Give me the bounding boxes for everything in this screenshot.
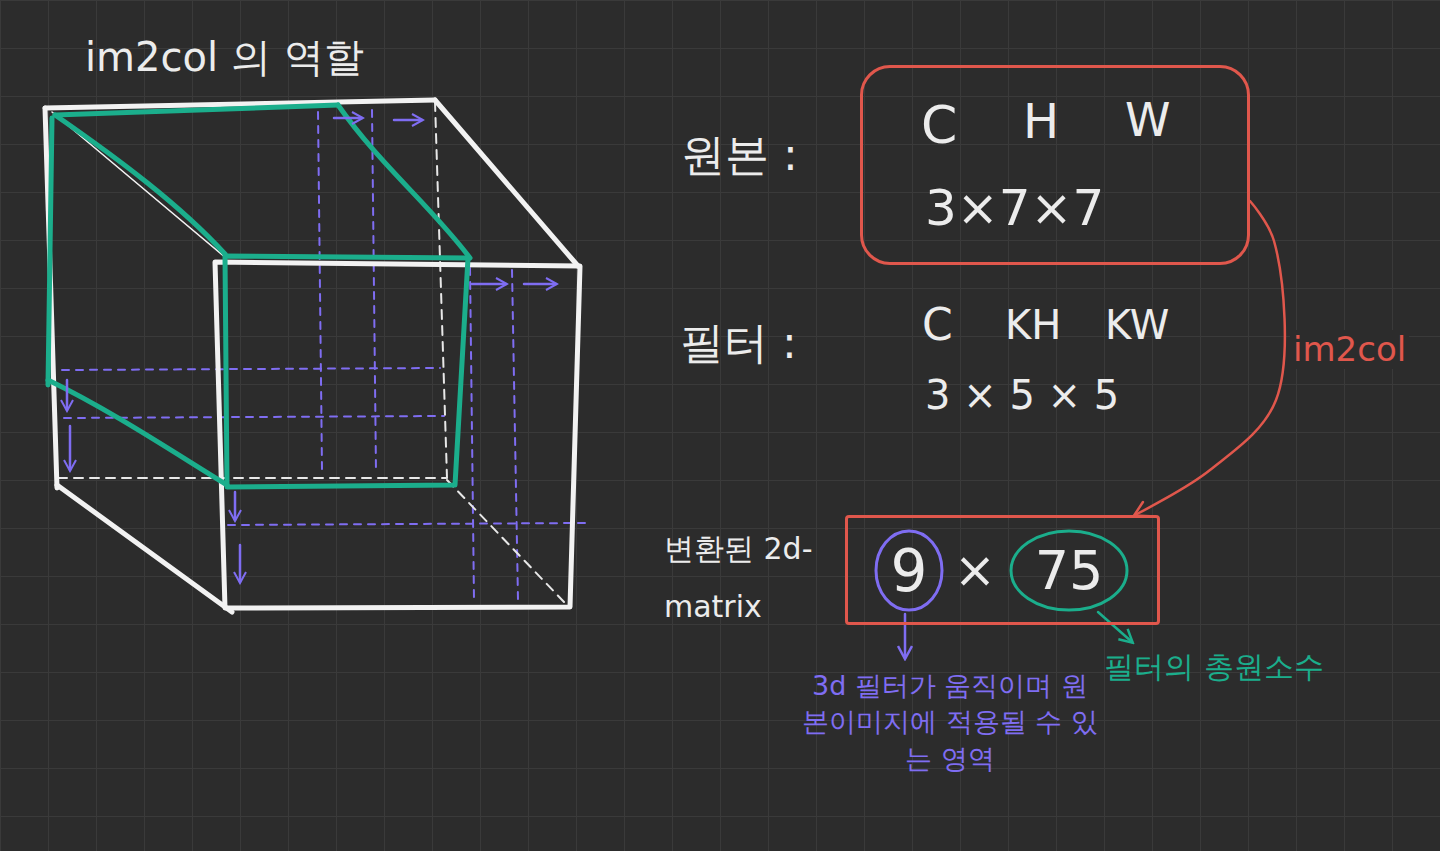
slide-arrow (472, 283, 506, 286)
dim-label: KW (1105, 302, 1169, 348)
im2col-connector (1135, 201, 1285, 515)
cube-edge (57, 485, 232, 612)
times-sign: × (954, 542, 996, 600)
filter-front (225, 256, 468, 487)
hidden-edge (58, 477, 446, 479)
filter-edge (55, 105, 338, 115)
filter-edge (55, 115, 225, 254)
cube-thin-edge (52, 112, 226, 258)
leader-arrow (1098, 612, 1132, 642)
filter-heading: 필터 : (680, 318, 797, 369)
rows-value: 9 (891, 542, 928, 600)
grid-line (372, 110, 376, 472)
shape-value: 3×7×7 (925, 180, 1104, 238)
cols-value: 75 (1035, 544, 1104, 598)
matrix-heading: 변환된 2d-matrix (664, 520, 836, 636)
dim-label: H (1023, 94, 1059, 149)
slide-arrow (524, 283, 556, 286)
dim-label: KH (1005, 302, 1061, 348)
grid-line (228, 523, 585, 525)
slide-arrow (234, 492, 237, 520)
circle-stroke (876, 531, 942, 610)
cols-circle: 75 (1008, 528, 1130, 613)
edge-label: im2col (1290, 330, 1409, 369)
filter-edge (48, 380, 227, 485)
dim-label: W (1125, 94, 1170, 147)
rows-circle: 9 (873, 528, 945, 613)
cols-note: 필터의 총원소수 (1104, 650, 1324, 685)
circle-stroke (1011, 531, 1127, 610)
source-box: 원본 :CHW3×7×7 (860, 65, 1250, 265)
rows-note: 3d 필터가 움직이며 원본이미지에 적용될 수 있는 영역 (800, 668, 1100, 777)
diagram-title: im2col 의 역할 (85, 34, 364, 80)
slide-arrows (67, 118, 556, 582)
filter-window (48, 105, 470, 487)
slide-arrow (69, 426, 72, 470)
slide-arrow (66, 380, 69, 410)
source-heading: 원본 : (681, 130, 798, 181)
cube-edge (45, 108, 57, 488)
slide-arrow (334, 117, 362, 120)
leader-arrow (904, 614, 907, 658)
grid-line (470, 268, 474, 600)
dim-label: C (922, 300, 953, 351)
slide-arrow (394, 119, 422, 122)
slide-arrow (239, 545, 242, 582)
filter-edge (338, 105, 470, 258)
cube-front-face (215, 262, 580, 608)
matrix-box: 변환된 2d-matrix×975 (845, 515, 1160, 625)
hidden-edge (447, 480, 566, 604)
filter-edge (48, 118, 52, 385)
dim-label: C (921, 96, 957, 156)
hidden-edge (435, 102, 447, 478)
grid-line (62, 368, 440, 370)
shape-value: 3 × 5 × 5 (925, 372, 1119, 418)
cube-outline (45, 100, 580, 612)
hidden-edges (58, 102, 566, 604)
